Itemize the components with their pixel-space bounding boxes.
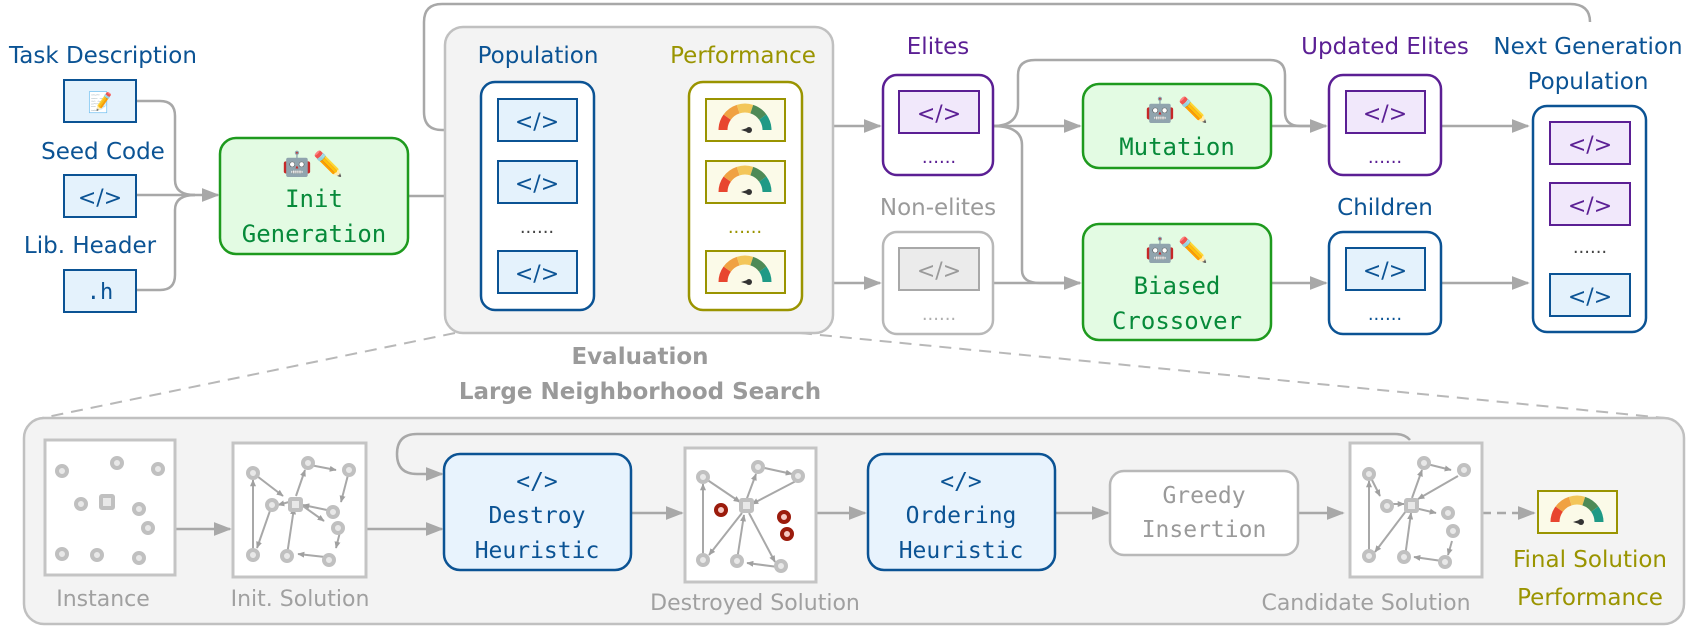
code-icon: </> [1363,102,1407,127]
init-generation-label-2: Generation [242,220,387,248]
code-icon: </> [1568,194,1612,219]
code-icon: </> [917,102,961,127]
edge-header-to-init [136,193,196,292]
greedy-label-1: Greedy [1162,483,1245,509]
memo-icon: 📝 [88,90,113,114]
code-icon: </> [515,172,559,197]
zoom-line-right [799,332,1666,419]
lns-caption: Large Neighborhood Search [459,379,821,405]
destroyed-solution-label: Destroyed Solution [650,591,860,616]
code-icon: </> [1363,259,1407,284]
init-solution-label: Init. Solution [231,587,370,612]
elites-ellipsis: ...... [922,147,956,168]
code-icon: </> [1568,285,1612,310]
performance-title: Performance [670,43,816,69]
init-generation-node[interactable]: 🤖 ✏️ Init Generation [218,136,410,256]
next-gen-label-2: Population [1528,69,1649,95]
pencil-icon: ✏️ [1178,95,1208,124]
performance-ellipsis: ...... [728,217,762,238]
evaluation-panel: Population Performance </> </> ...... </… [443,25,835,405]
population-item[interactable]: </> [497,250,578,294]
population-item[interactable]: </> [497,98,578,142]
destroy-label-2: Heuristic [475,538,600,564]
next-gen-child-item[interactable] [1549,273,1631,317]
code-icon: </> [1568,133,1612,158]
final-solution-label-2: Performance [1517,585,1663,611]
performance-item[interactable] [705,98,786,142]
lns-connectors [175,432,1536,536]
mutation-label: Mutation [1119,133,1235,161]
init-generation-label-1: Init [285,185,343,213]
zoom-line-left [41,332,456,419]
ordering-label-1: Ordering [906,503,1017,529]
ordering-label-2: Heuristic [899,538,1024,564]
updated-elites-ellipsis: ...... [1368,147,1402,168]
performance-item[interactable] [705,250,786,294]
biased-crossover-node[interactable]: 🤖 ✏️ Biased Crossover [1081,222,1273,342]
next-gen-elite-item[interactable] [1549,182,1631,226]
next-gen-ellipsis: ...... [1573,237,1607,258]
population-item[interactable]: </> [497,160,578,204]
code-icon: </> [515,262,559,287]
ordering-heuristic-node[interactable]: </> Ordering Heuristic [866,452,1057,572]
destroyed-solution-graph [683,446,818,584]
destroy-heuristic-node[interactable]: </> Destroy Heuristic [442,452,633,572]
robot-icon: 🤖 [282,150,312,178]
elites-label: Elites [907,34,969,60]
edge-elites-to-crossover [992,124,1082,290]
edge-task-to-init [136,99,196,197]
task-description-label: Task Description [8,43,197,69]
header-file-text: .h [87,280,114,305]
lns-panel: Instance [22,416,1686,626]
destroy-label-1: Destroy [489,503,586,529]
edge-loop-next-gen-to-population [422,2,1592,137]
task-description-box[interactable] [63,79,137,123]
non-elites-label: Non-elites [880,195,996,221]
evaluation-caption: Evaluation [571,344,708,370]
pencil-icon: ✏️ [1178,235,1208,264]
children-ellipsis: ...... [1368,304,1402,325]
next-gen-elite-item[interactable] [1549,121,1631,165]
code-icon: </> [940,469,982,495]
updated-elites-label: Updated Elites [1301,34,1469,60]
population-title: Population [478,43,599,69]
performance-item[interactable] [705,160,786,204]
seed-code-label: Seed Code [41,139,165,165]
greedy-label-2: Insertion [1142,517,1267,543]
next-generation-group: Next Generation Population </> </> .....… [1493,34,1683,334]
final-performance-box[interactable] [1537,490,1618,534]
updated-elites-group: Updated Elites </> ...... [1301,34,1469,177]
crossover-label-2: Crossover [1112,307,1242,335]
init-solution-graph [231,441,368,579]
final-solution-label-1: Final Solution [1513,547,1667,573]
robot-icon: 🤖 [1145,96,1175,124]
pencil-icon: ✏️ [313,149,343,178]
lib-header-label: Lib. Header [24,233,157,259]
code-icon: </> [515,110,559,135]
children-group: Children </> ...... [1327,195,1443,336]
mutation-node[interactable]: 🤖 ✏️ Mutation [1081,82,1273,170]
non-elites-group: Non-elites </> ...... [880,195,996,336]
robot-icon: 🤖 [1145,236,1175,264]
crossover-label-1: Biased [1134,272,1221,300]
instance-label: Instance [56,587,150,612]
children-label: Children [1337,195,1433,221]
edge-loop-candidate-to-destroy [395,432,1411,481]
candidate-solution-graph [1348,441,1484,579]
candidate-solution-label: Candidate Solution [1261,591,1470,616]
code-icon: </> [516,469,558,495]
greedy-insertion-node[interactable]: Greedy Insertion [1108,469,1300,557]
elites-group: Elites </> ...... [881,34,995,177]
code-icon: </> [78,186,122,211]
inputs-group: Task Description 📝 Seed Code </> Lib. He… [8,43,197,313]
next-gen-label-1: Next Generation [1493,34,1682,60]
population-ellipsis: ...... [520,217,554,238]
instance-graph [43,438,177,577]
edge-elites-to-updated-elites [992,58,1328,133]
code-icon: </> [917,259,961,284]
seed-code-box[interactable] [63,174,137,218]
lib-header-box[interactable] [63,269,137,313]
non-elites-ellipsis: ...... [922,304,956,325]
